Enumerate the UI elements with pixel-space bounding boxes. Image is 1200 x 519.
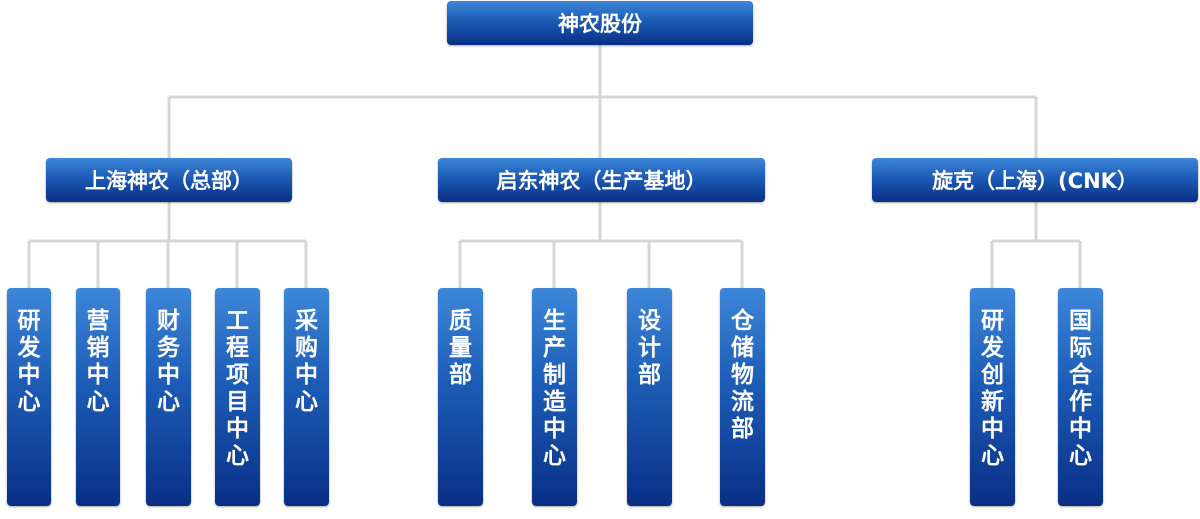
branch-node-shanghai: 上海神农（总部） bbox=[46, 158, 292, 202]
dept-node: 设计部 bbox=[627, 288, 672, 506]
dept-label: 研发中心 bbox=[17, 308, 41, 415]
dept-label: 设计部 bbox=[638, 308, 661, 388]
dept-label: 仓储物流部 bbox=[731, 308, 754, 442]
dept-node: 质量部 bbox=[438, 288, 483, 506]
root-node-box: 神农股份 bbox=[447, 1, 753, 45]
dept-node: 采购中心 bbox=[284, 288, 329, 506]
dept-label: 国际合作中心 bbox=[1069, 308, 1092, 469]
dept-node: 国际合作中心 bbox=[1058, 288, 1103, 506]
branch-label: 上海神农（总部） bbox=[85, 169, 253, 193]
dept-node: 财务中心 bbox=[146, 288, 191, 506]
branch-label: 旋克（上海）(CNK） bbox=[932, 169, 1138, 193]
dept-label: 生产制造中心 bbox=[543, 308, 566, 469]
branch-node-qidong: 启东神农（生产基地） bbox=[438, 158, 765, 202]
dept-node: 生产制造中心 bbox=[532, 288, 577, 506]
dept-node: 营销中心 bbox=[76, 288, 120, 506]
dept-node: 研发创新中心 bbox=[970, 288, 1015, 506]
dept-label: 质量部 bbox=[449, 308, 472, 388]
dept-label: 研发创新中心 bbox=[981, 308, 1004, 469]
dept-label: 营销中心 bbox=[86, 308, 110, 415]
dept-label: 工程项目中心 bbox=[226, 308, 249, 469]
root-node-label: 神农股份 bbox=[558, 12, 642, 36]
dept-node: 研发中心 bbox=[7, 288, 51, 506]
dept-node: 工程项目中心 bbox=[215, 288, 260, 506]
dept-node: 仓储物流部 bbox=[720, 288, 765, 506]
dept-label: 财务中心 bbox=[157, 308, 180, 415]
branch-label: 启东神农（生产基地） bbox=[496, 169, 707, 193]
branch-node-cnk: 旋克（上海）(CNK） bbox=[872, 158, 1198, 202]
dept-label: 采购中心 bbox=[295, 308, 318, 415]
